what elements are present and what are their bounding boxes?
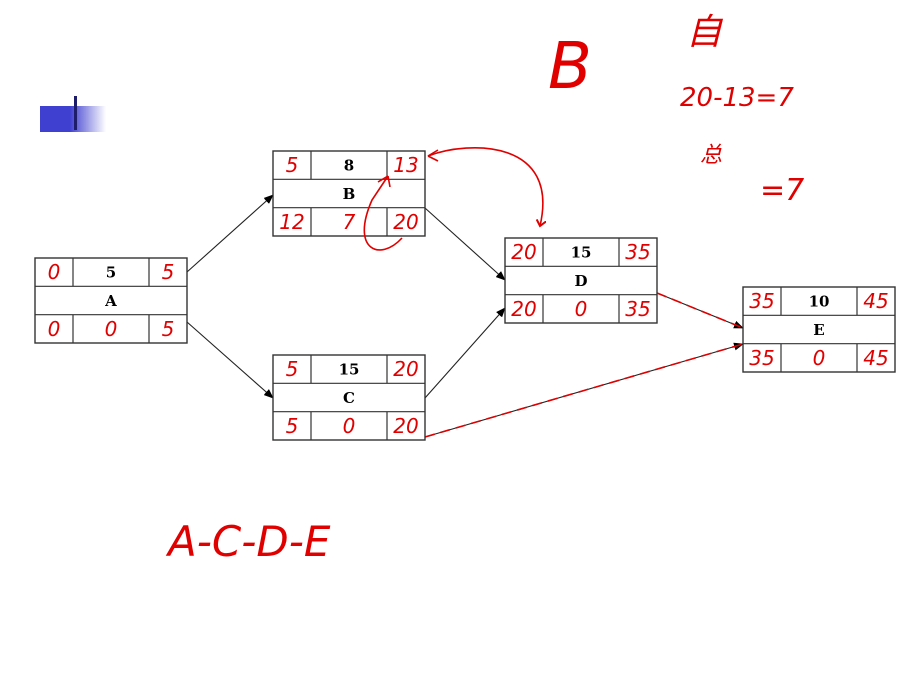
node-a-id: A xyxy=(104,292,117,310)
node-a-ls: 0 xyxy=(48,317,61,341)
node-b-ef: 13 xyxy=(393,153,418,177)
node-box xyxy=(272,150,426,237)
node-a-ef: 5 xyxy=(162,260,175,284)
curved-arrow-b-to-d-tail xyxy=(427,149,439,162)
curved-arrow-b-to-d xyxy=(427,147,543,226)
node-e-duration: 10 xyxy=(809,292,830,310)
node-a-lf: 5 xyxy=(162,317,175,341)
node-e-ls: 35 xyxy=(749,346,774,370)
node-box xyxy=(742,286,896,373)
node-b-id: B xyxy=(343,185,356,203)
node-b-lf: 20 xyxy=(393,210,418,234)
node-d-es: 20 xyxy=(511,240,536,264)
calc-20-13: 20-13=7 xyxy=(680,83,794,113)
node-d-id: D xyxy=(574,272,587,290)
node-c-tf: 0 xyxy=(343,414,356,438)
edge-d-e xyxy=(656,292,744,329)
node-c-es: 5 xyxy=(286,357,299,381)
char-zong: 总 xyxy=(700,143,722,168)
node-c-ef: 20 xyxy=(393,357,418,381)
loop-arrow-in-b xyxy=(363,175,403,251)
node-box xyxy=(504,237,658,324)
node-b-tf: 7 xyxy=(343,210,356,234)
node-c-lf: 20 xyxy=(393,414,418,438)
edge-a-b xyxy=(186,194,274,273)
critical-mark-c-e xyxy=(424,343,744,438)
calc-eq-7: =7 xyxy=(760,173,804,208)
node-a-tf: 0 xyxy=(105,317,118,341)
bullet-marker xyxy=(74,96,77,130)
edge-b-d xyxy=(424,207,506,281)
char-zi: 自 xyxy=(686,12,724,53)
node-e-lf: 45 xyxy=(863,346,888,370)
bullet-icon xyxy=(40,106,106,132)
edges-layer xyxy=(186,194,744,438)
node-a-duration: 5 xyxy=(106,263,116,281)
edge-c-d xyxy=(424,307,506,399)
node-box xyxy=(272,354,426,441)
node-e-id: E xyxy=(813,321,824,339)
node-c-duration: 15 xyxy=(339,360,360,378)
node-e-ef: 45 xyxy=(863,289,888,313)
node-box xyxy=(34,257,188,344)
node-a-es: 0 xyxy=(48,260,61,284)
node-e-es: 35 xyxy=(749,289,774,313)
node-d-duration: 15 xyxy=(571,243,592,261)
node-d-tf: 0 xyxy=(575,297,588,321)
edge-a-c xyxy=(186,321,274,399)
node-d-ls: 20 xyxy=(511,297,536,321)
node-e-tf: 0 xyxy=(813,346,826,370)
node-b-es: 5 xyxy=(286,153,299,177)
handwritten-annotations: B 自 20-13=7 总 =7 A-C-D-E xyxy=(165,12,804,566)
loop-arrow-head xyxy=(377,175,391,188)
critical-path-text: A-C-D-E xyxy=(165,517,331,566)
big-letter-b: B xyxy=(548,30,592,104)
node-d-ef: 35 xyxy=(625,240,650,264)
node-b-ls: 12 xyxy=(279,210,304,234)
node-b: 5 8 13B 12 7 20 xyxy=(272,150,426,237)
node-d-lf: 35 xyxy=(625,297,650,321)
node-c-ls: 5 xyxy=(286,414,299,438)
node-b-duration: 8 xyxy=(344,156,354,174)
node-c-id: C xyxy=(343,389,355,407)
